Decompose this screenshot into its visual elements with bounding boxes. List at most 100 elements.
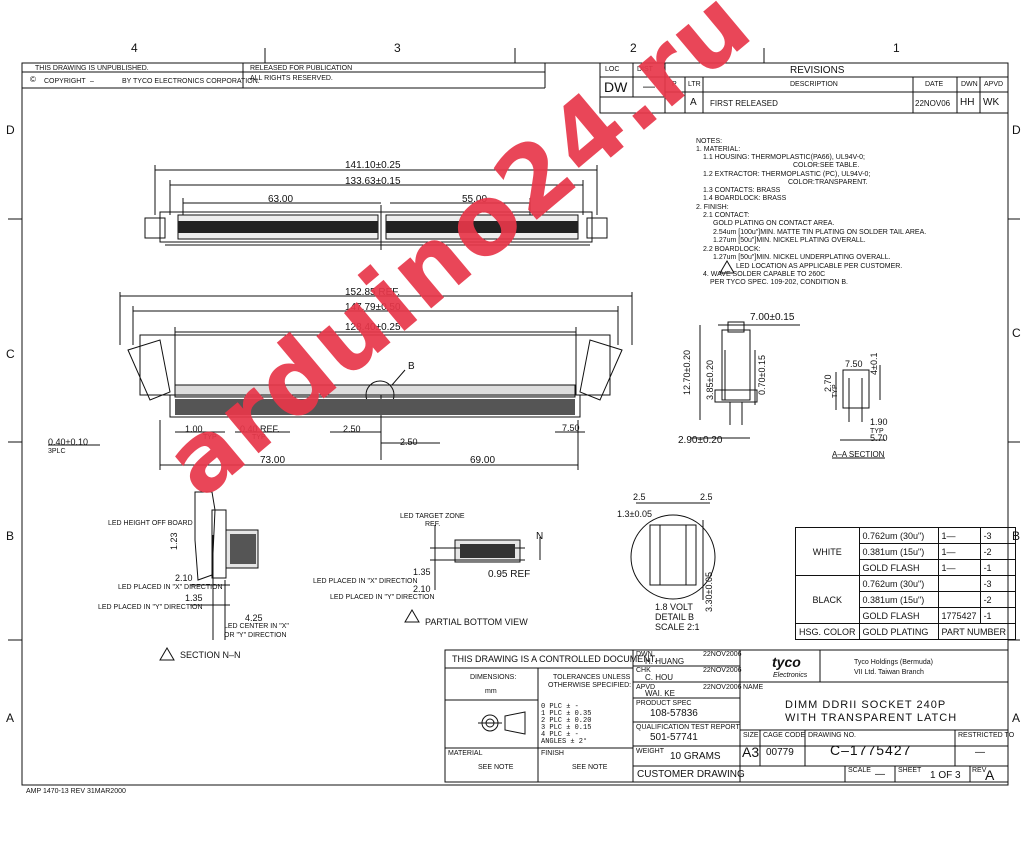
released-notice: RELEASED FOR PUBLICATION [250, 65, 353, 72]
zone-label-b-left: B [6, 529, 15, 543]
note-line: 2. FINISH: [696, 204, 729, 211]
zone-label-d-right: D [1012, 123, 1021, 137]
apvd-name: WAI. KE [645, 689, 675, 698]
controlled-document-notice: THIS DRAWING IS A CONTROLLED DOCUMENT. [452, 654, 657, 664]
zone-label-c-right: C [1012, 326, 1021, 340]
note-line: GOLD PLATING ON CONTACT AREA. [713, 220, 835, 227]
header-hsg-color: HSG. COLOR [795, 623, 860, 640]
detail-b-scale: SCALE 2:1 [655, 622, 700, 632]
pn-dash-cell: -1 [979, 607, 1016, 624]
led-x-label: LED PLACED IN "X" DIRECTION [118, 584, 223, 591]
part-number-table: WHITE 0.762um (30u") 1— -3 0.381um (15u"… [795, 527, 1016, 640]
qual-report-value: 501-57741 [650, 732, 698, 743]
sheet-label: SHEET [898, 767, 922, 774]
dim-top-overall: 141.10±0.25 [345, 160, 401, 171]
rev-col-apvd: APVD [984, 81, 1004, 88]
table-row: GOLD FLASH 1775427 -1 [796, 607, 1016, 624]
company-notice: BY TYCO ELECTRONICS CORPORATION. [122, 78, 260, 85]
drawing-title-1: DIMM DDRII SOCKET 240P [785, 699, 947, 711]
dim-top-left: 63.00 [268, 194, 294, 205]
plating-cell: 0.762um (30u") [858, 527, 939, 544]
zone-label-2: 2 [630, 41, 637, 55]
note-line: COLOR:TRANSPARENT. [788, 179, 868, 186]
dim-pbv-135: 1.35 [413, 567, 431, 577]
pn-base-cell: 1775427 [937, 607, 981, 624]
rev-col-desc: DESCRIPTION [790, 81, 838, 88]
dim-pitch2: 0.40 REF. [240, 424, 280, 434]
dim-det-25a: 2.5 [633, 492, 646, 502]
pn-base-cell [937, 591, 981, 608]
dim-side-h1: 12.70±0.20 [682, 350, 692, 395]
dim-top-right: 55.00 [462, 194, 488, 205]
hsg-color-black: BLACK [795, 575, 860, 624]
note-line: 2.2 BOARDLOCK: [703, 246, 761, 253]
zone-label-b-right: B [1012, 529, 1021, 543]
cage-code-label: CAGE CODE [763, 732, 806, 739]
plating-cell: 0.762um (30u") [858, 575, 939, 592]
detail-b-callout: B [408, 361, 415, 372]
dim-front-mid: 147.79±0.50 [345, 302, 401, 313]
note-line: LED LOCATION AS APPLICABLE PER CUSTOMER. [736, 263, 903, 270]
tolerance-label-2: OTHERWISE SPECIFIED: [548, 682, 632, 689]
dim-led-123: 1.23 [169, 532, 179, 550]
dim-right-len: 69.00 [470, 455, 496, 466]
tolerance-row: ANGLES ± 2° [541, 738, 588, 746]
zone-label-d-left: D [6, 123, 15, 137]
header-part-number: PART NUMBER [937, 623, 1016, 640]
tyco-logo-sub: Electronics [773, 672, 808, 679]
size-value: A3 [742, 744, 760, 760]
scale-label: SCALE [848, 767, 871, 774]
tolerance-label: TOLERANCES UNLESS [553, 674, 631, 681]
rev-col-date: DATE [925, 81, 944, 88]
plating-cell: GOLD FLASH [858, 559, 939, 576]
dim-front-overall: 152.85 REF. [345, 287, 401, 298]
pbv-x-label: LED PLACED IN "X" DIRECTION [313, 578, 418, 585]
rev-label: REV [972, 767, 987, 774]
copyright-label: COPYRIGHT [44, 78, 86, 85]
dim-side-h3: 0.70±0.15 [757, 355, 767, 395]
note-line: COLOR:SEE TABLE. [793, 162, 860, 169]
zone-label-a-right: A [1012, 711, 1021, 725]
table-row: WHITE 0.762um (30u") 1— -3 [795, 527, 1016, 576]
dim-side-base: 2.90±0.20 [678, 435, 723, 446]
target-zone-label: LED TARGET ZONE [400, 513, 465, 520]
dim-aa-pitch-typ: TYP [870, 428, 884, 435]
loc-value: DW [604, 79, 628, 95]
hsg-color-white: WHITE [795, 527, 860, 576]
rev-col-ltr: LTR [688, 81, 701, 88]
dim-side-w: 7.00±0.15 [750, 312, 795, 323]
dim-aa-typ: TYP [832, 384, 839, 398]
plating-cell: 0.381um (15u") [858, 543, 939, 560]
table-row: GOLD FLASH 1— -1 [796, 559, 1016, 576]
dim-key1: 2.50 [343, 424, 361, 434]
apvd-label: APVD [636, 684, 656, 691]
name-label: NAME [743, 684, 764, 691]
restricted-label: RESTRICTED TO [958, 732, 1015, 739]
target-zone-ref: REF. [425, 521, 441, 528]
led-center-label-2: OR "Y" DIRECTION [224, 632, 287, 639]
zone-label-3: 3 [394, 41, 401, 55]
dim-led-210: 2.10 [175, 573, 193, 583]
drawing-no-label: DRAWING NO. [808, 732, 856, 739]
dimensions-unit: mm [485, 688, 497, 695]
finish-value: SEE NOTE [572, 764, 608, 771]
pn-base-cell: 1— [937, 543, 981, 560]
detail-b-title: DETAIL B [655, 612, 695, 622]
pn-dash-cell: -1 [979, 559, 1016, 576]
plating-cell: 0.381um (15u") [858, 591, 939, 608]
tolerance-row: 3 PLC ± 0.15 [541, 724, 592, 732]
note-line: 4. WAVE SOLDER CAPABLE TO 260C [703, 271, 826, 278]
zone-label-c-left: C [6, 347, 15, 361]
dim-aa-pitch: 1.90 [870, 417, 888, 427]
note-line: NOTES: [696, 138, 723, 145]
section-aa-label: A–A SECTION [832, 450, 885, 459]
dim-left-len: 73.00 [260, 455, 286, 466]
rev-row-apvd: WK [983, 97, 1000, 108]
dim-det-13: 1.3±0.05 [617, 509, 652, 519]
note-line: 2.1 CONTACT: [703, 212, 750, 219]
rev-row-dwn: HH [960, 97, 975, 108]
revisions-title: REVISIONS [790, 65, 845, 76]
dimensions-label: DIMENSIONS: [470, 674, 517, 681]
pn-base-cell [937, 575, 981, 592]
note-line: 1.27um [50u"]MIN. NICKEL UNDERPLATING OV… [713, 254, 891, 261]
